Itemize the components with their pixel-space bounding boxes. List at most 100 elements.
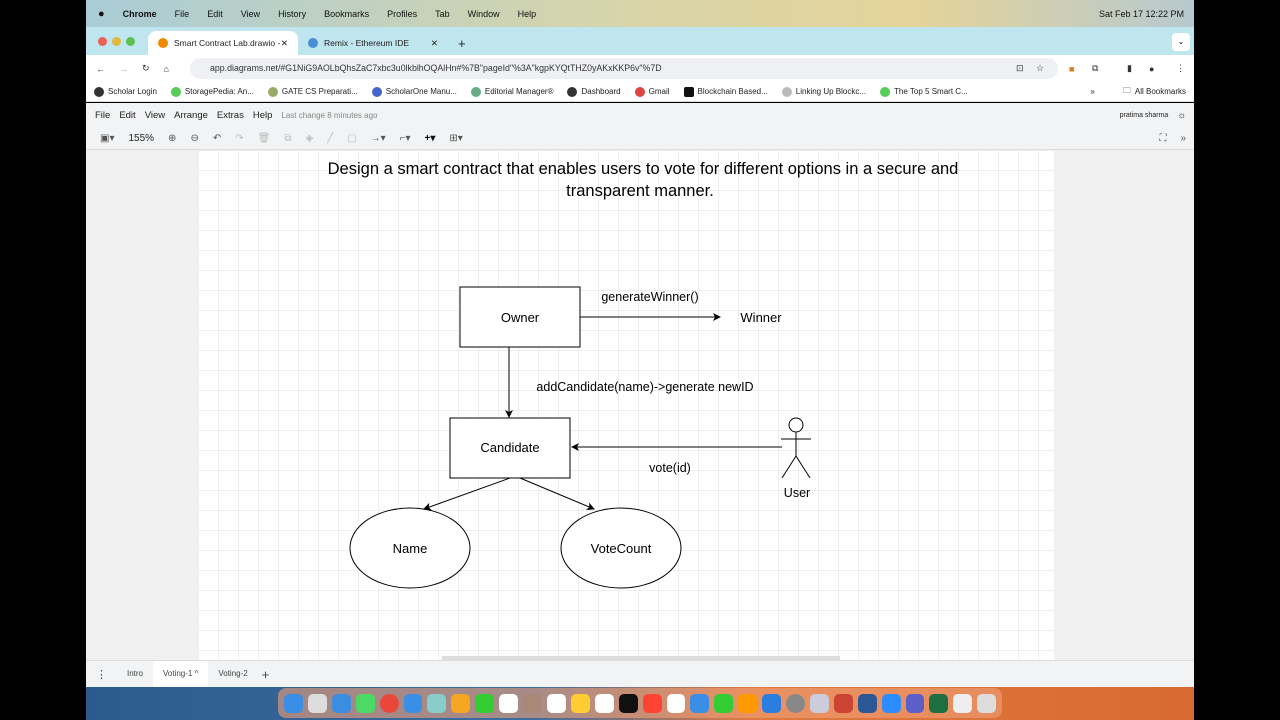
messages-icon[interactable] <box>355 693 375 713</box>
zoom-out-icon[interactable]: ⊖ <box>190 132 199 144</box>
menu-app[interactable]: Chrome <box>122 8 157 19</box>
votecount-ellipse[interactable] <box>560 507 682 589</box>
drawio-menu-file[interactable]: File <box>95 109 111 121</box>
redo-icon[interactable]: ↷ <box>235 132 244 144</box>
fill-color-icon[interactable]: ◈ <box>305 132 314 144</box>
extensions-icon[interactable]: ⧉ <box>1092 63 1099 73</box>
url-input[interactable]: app.diagrams.net/#G1NiG9AOLbQhsZaC7xbc3u… <box>190 58 1058 79</box>
generate-winner-label[interactable]: generateWinner() <box>601 290 698 304</box>
photos-icon[interactable] <box>451 693 471 713</box>
menu-help[interactable]: Help <box>517 8 537 19</box>
system-settings-icon[interactable] <box>786 693 805 713</box>
sidepanel-icon[interactable]: ▮ <box>1127 63 1132 73</box>
bookmark[interactable]: Gmail <box>634 86 670 97</box>
name-edge[interactable] <box>423 477 511 511</box>
chrome-menu-icon[interactable]: ⋮ <box>1176 63 1185 73</box>
menu-bookmarks[interactable]: Bookmarks <box>324 8 370 19</box>
more-bookmarks-icon[interactable]: » <box>1090 87 1095 96</box>
page-tab-voting-2[interactable]: Voting-2 <box>218 669 248 678</box>
home-icon[interactable]: ⌂ <box>163 63 169 74</box>
diagram-title[interactable]: Design a smart contract that enables use… <box>328 160 959 178</box>
menu-edit[interactable]: Edit <box>207 8 223 19</box>
to-front-icon[interactable]: ⧉ <box>284 132 292 144</box>
tab-drawio[interactable]: Smart Contract Lab.drawio - ✕ <box>148 31 298 55</box>
name-ellipse[interactable] <box>349 507 471 589</box>
bookmark[interactable]: GATE CS Preparati... <box>267 86 358 97</box>
reload-icon[interactable]: ↻ <box>142 63 150 73</box>
news-icon[interactable] <box>666 693 686 713</box>
profile-avatar[interactable]: ● <box>1149 63 1155 74</box>
page-tab-intro[interactable]: Intro <box>127 669 144 678</box>
undo-icon[interactable]: ↶ <box>212 132 222 144</box>
bookmark[interactable]: The Top 5 Smart C... <box>880 86 968 97</box>
bookmark[interactable]: Blockchain Based... <box>683 86 768 97</box>
drawio-menu-extras[interactable]: Extras <box>216 109 244 121</box>
music-icon[interactable] <box>642 693 662 713</box>
connection-icon[interactable]: →▾ <box>370 132 386 144</box>
bookmark[interactable]: Dashboard <box>567 86 621 97</box>
bookmark[interactable]: StoragePedia: An... <box>170 86 254 97</box>
app-store-icon[interactable] <box>762 693 782 713</box>
reminders-icon[interactable] <box>546 693 566 713</box>
winner-label[interactable]: Winner <box>740 310 782 325</box>
zoom-in-icon[interactable]: ⊕ <box>168 132 177 144</box>
bookmark[interactable]: Editorial Manager® <box>470 86 553 97</box>
zoom-icon[interactable] <box>881 693 901 713</box>
owner-box[interactable] <box>459 286 581 348</box>
insert-icon[interactable]: +▾ <box>424 132 436 144</box>
user-actor-icon[interactable] <box>781 417 811 479</box>
excel-icon[interactable] <box>929 693 949 713</box>
launchpad-icon[interactable] <box>307 693 327 713</box>
trash-icon[interactable] <box>977 693 997 713</box>
safari-icon[interactable] <box>331 693 351 713</box>
tv-icon[interactable] <box>618 693 638 713</box>
calendar-icon[interactable] <box>499 693 519 713</box>
horizontal-scrollbar[interactable] <box>442 656 840 660</box>
last-change-status[interactable]: Last change 8 minutes ago <box>281 110 378 120</box>
notes-icon[interactable] <box>570 693 590 713</box>
close-tab-icon[interactable]: ✕ <box>430 37 438 48</box>
numbers-icon[interactable] <box>714 693 734 713</box>
maps-icon[interactable] <box>427 693 447 713</box>
powerpoint-icon[interactable] <box>833 693 853 713</box>
pages-icon[interactable] <box>738 693 758 713</box>
preview-icon[interactable] <box>809 693 829 713</box>
freeform-icon[interactable] <box>594 693 614 713</box>
vote-label[interactable]: vote(id) <box>649 461 691 475</box>
bookmark[interactable]: Scholar Login <box>94 86 157 97</box>
bookmark-star-icon[interactable]: ☆ <box>1036 63 1045 73</box>
fullscreen-icon[interactable]: ⛶ <box>1159 132 1167 144</box>
bookmark[interactable]: ScholarOne Manu... <box>371 86 457 97</box>
menu-window[interactable]: Window <box>467 8 500 19</box>
shadow-icon[interactable]: ▢ <box>347 132 357 144</box>
delete-icon[interactable]: 🗑 <box>257 132 271 144</box>
page-tab-voting-1[interactable]: Voting-1 ^ <box>153 661 209 687</box>
clock[interactable]: Sat Feb 17 12:22 PM <box>1098 8 1184 19</box>
drawio-menu-edit[interactable]: Edit <box>119 109 136 121</box>
document-icon[interactable] <box>953 693 973 713</box>
back-icon[interactable]: ← <box>96 63 105 74</box>
menu-file[interactable]: File <box>174 8 190 19</box>
word-icon[interactable] <box>857 693 877 713</box>
diagram-title-line2[interactable]: transparent manner. <box>566 182 714 200</box>
teams-icon[interactable] <box>905 693 925 713</box>
contacts-icon[interactable] <box>523 693 542 713</box>
tab-search-button[interactable]: ⌄ <box>1172 33 1190 51</box>
pages-menu-icon[interactable]: ⋮ <box>96 668 107 681</box>
all-bookmarks[interactable]: 🗀All Bookmarks <box>1123 85 1186 99</box>
keynote-icon[interactable] <box>690 693 710 713</box>
mail-icon[interactable] <box>403 693 423 713</box>
menu-view[interactable]: View <box>240 8 261 19</box>
waypoints-icon[interactable]: ⌐▾ <box>399 132 411 144</box>
format-panel-icon[interactable]: ▣▾ <box>100 132 115 144</box>
tab-remix[interactable]: Remix - Ethereum IDE ✕ <box>298 31 448 55</box>
zoom-select[interactable]: 155% <box>128 132 155 144</box>
menu-tab[interactable]: Tab <box>435 8 450 19</box>
metamask-icon[interactable]: ■ <box>1069 63 1075 74</box>
collapse-icon[interactable]: » <box>1180 132 1186 144</box>
facetime-icon[interactable] <box>475 693 495 713</box>
theme-icon[interactable]: ☼ <box>1177 109 1186 121</box>
diagram-canvas[interactable]: Design a smart contract that enables use… <box>86 150 1194 660</box>
drawio-menu-help[interactable]: Help <box>252 109 273 121</box>
chrome-icon[interactable] <box>379 693 399 713</box>
